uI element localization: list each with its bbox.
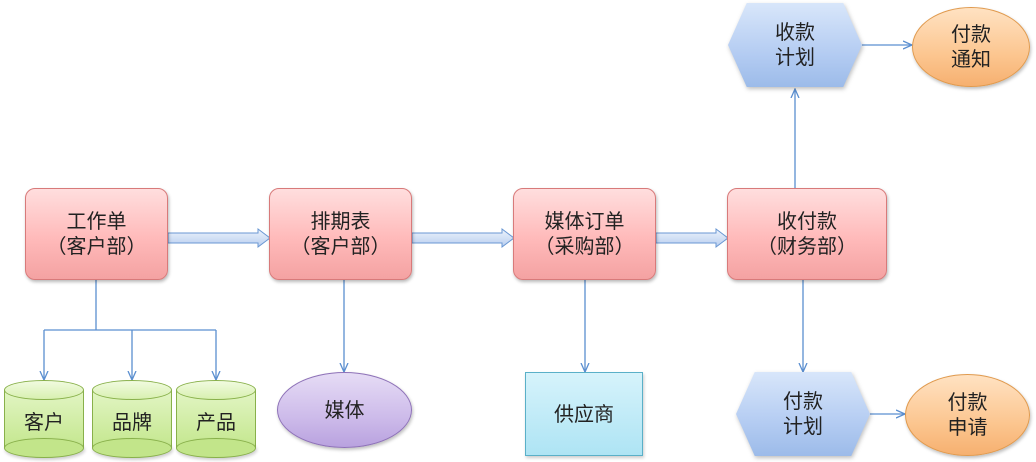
product-cylinder: 产品 bbox=[176, 380, 256, 458]
payment-request-oval: 付款 申请 bbox=[905, 374, 1030, 456]
work-order-title: 工作单 bbox=[66, 209, 127, 233]
schedule-department: （客户部） bbox=[290, 234, 391, 258]
payment-plan-line2: 计划 bbox=[783, 414, 823, 438]
customer-label: 客户 bbox=[24, 410, 64, 434]
brand-label: 品牌 bbox=[112, 410, 152, 434]
media-order-department: （采购部） bbox=[534, 234, 635, 258]
collection-plan-line1: 收款 bbox=[775, 20, 815, 44]
brand-cylinder: 品牌 bbox=[92, 380, 172, 458]
media-order-box: 媒体订单 （采购部） bbox=[513, 188, 656, 280]
arrow-schedule-to-media-order bbox=[411, 228, 515, 248]
work-order-department: （客户部） bbox=[46, 234, 147, 258]
connector-workorder-tree bbox=[44, 280, 216, 380]
customer-cylinder: 客户 bbox=[4, 380, 84, 458]
payment-notice-line1: 付款 bbox=[951, 22, 991, 46]
schedule-box: 排期表 （客户部） bbox=[269, 188, 412, 280]
product-label: 产品 bbox=[196, 410, 236, 434]
media-label: 媒体 bbox=[324, 397, 365, 422]
payment-notice-oval: 付款 通知 bbox=[912, 7, 1030, 87]
arrow-media-order-to-collect-pay bbox=[655, 228, 729, 248]
arrow-workorder-to-schedule bbox=[167, 228, 271, 248]
supplier-box: 供应商 bbox=[525, 372, 643, 456]
payment-request-line1: 付款 bbox=[947, 390, 988, 414]
payment-plan-line1: 付款 bbox=[783, 389, 823, 413]
payment-request-line2: 申请 bbox=[947, 415, 988, 439]
payment-plan-hexagon: 付款 计划 bbox=[736, 372, 870, 456]
collect-pay-box: 收付款 （财务部） bbox=[727, 188, 887, 280]
collection-plan-line2: 计划 bbox=[775, 45, 815, 69]
media-oval: 媒体 bbox=[277, 372, 412, 448]
collect-pay-department: （财务部） bbox=[757, 234, 857, 258]
supplier-label: 供应商 bbox=[554, 401, 614, 426]
collection-plan-hexagon: 收款 计划 bbox=[728, 3, 862, 87]
collect-pay-title: 收付款 bbox=[777, 209, 837, 233]
work-order-box: 工作单 （客户部） bbox=[25, 188, 168, 280]
media-order-title: 媒体订单 bbox=[544, 209, 625, 233]
schedule-title: 排期表 bbox=[310, 209, 371, 233]
payment-notice-line2: 通知 bbox=[951, 47, 991, 71]
